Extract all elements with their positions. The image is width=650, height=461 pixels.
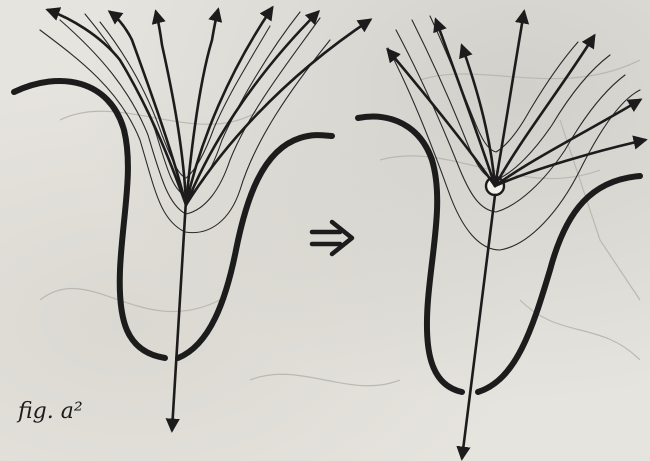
left-field-arrows <box>48 8 370 430</box>
right-diagram <box>358 12 645 458</box>
double-arrow-right-icon <box>312 222 352 254</box>
figure-caption: fig. a² <box>16 399 83 424</box>
right-field-arrows <box>388 12 645 458</box>
right-tulip-outline-right <box>478 176 640 392</box>
left-diagram <box>14 8 370 430</box>
right-tulip-outline-left <box>358 117 462 392</box>
right-thin-field-lines <box>388 16 640 250</box>
